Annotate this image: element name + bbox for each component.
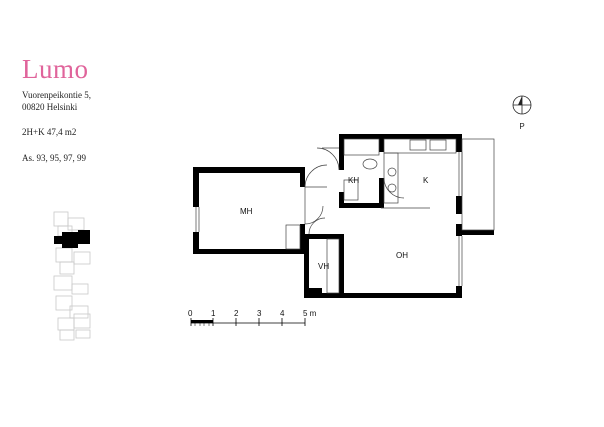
key-plan-highlight xyxy=(54,230,90,248)
building-key-plan xyxy=(53,211,91,341)
scale-tick-0: 0 xyxy=(188,309,193,318)
address-block: Vuorenpeikontie 5, 00820 Helsinki xyxy=(22,89,91,113)
fixtures xyxy=(195,138,495,294)
scale-tick-4: 4 xyxy=(280,309,285,318)
address-street: Vuorenpeikontie 5, xyxy=(22,90,91,100)
room-label-k: K xyxy=(423,176,429,185)
scale-tick-1: 1 xyxy=(211,309,216,318)
scale-tick-5: 5 m xyxy=(303,309,317,318)
apartment-units: As. 93, 95, 97, 99 xyxy=(22,153,87,163)
walls xyxy=(193,134,494,298)
apartment-type: 2H+K 47,4 m2 xyxy=(22,127,77,137)
address-postal: 00820 Helsinki xyxy=(22,102,78,112)
room-label-kh: KH xyxy=(348,176,359,185)
compass-label: P xyxy=(519,122,524,131)
north-compass-icon: P xyxy=(512,95,532,131)
room-label-oh: OH xyxy=(396,251,408,260)
scale-tick-2: 2 xyxy=(234,309,239,318)
room-label-mh: MH xyxy=(240,207,253,216)
brand-logo: Lumo xyxy=(22,54,89,84)
scale-bar: 0 1 2 3 4 5 m xyxy=(188,309,317,326)
scale-tick-3: 3 xyxy=(257,309,262,318)
room-label-vh: VH xyxy=(318,262,329,271)
